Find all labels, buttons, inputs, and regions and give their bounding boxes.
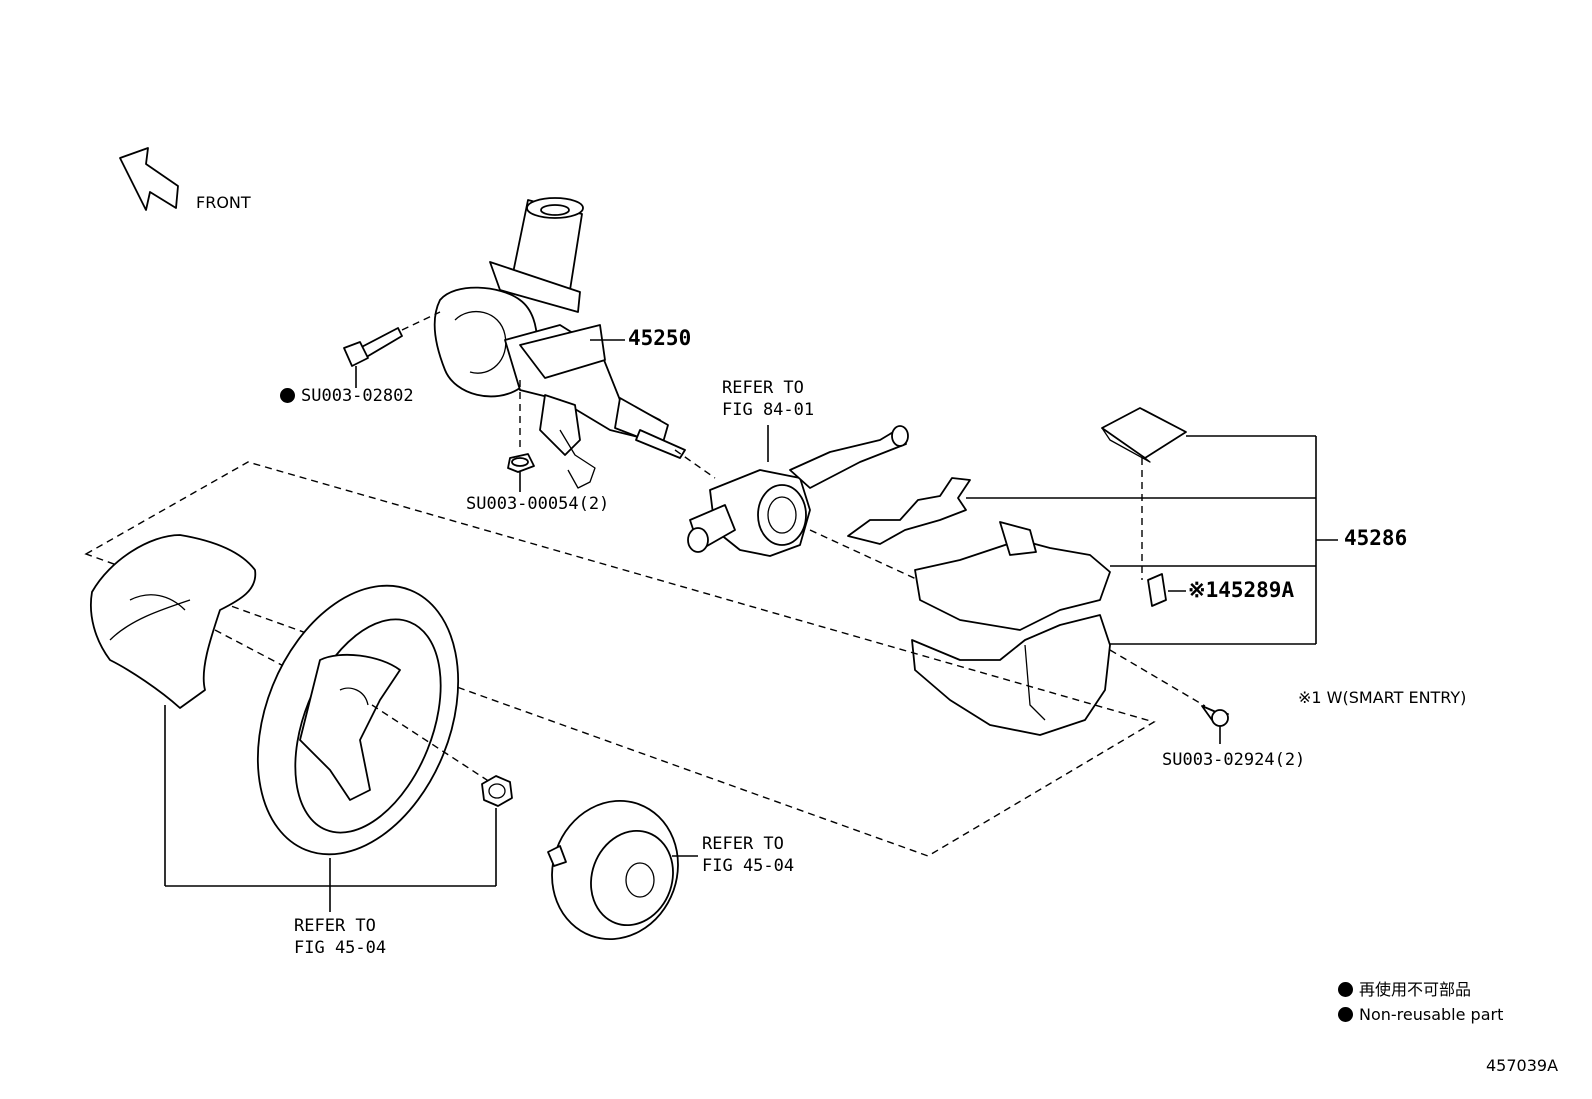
wheel-lower-cover-part [90,534,257,709]
legend-en: Non-reusable part [1338,1005,1503,1025]
callout-45250: 45250 [628,326,692,350]
combination-switch-part [687,425,909,557]
callout-switch-ref-2: FIG 84-01 [722,400,815,420]
callout-nut: SU003-00054(2) [466,494,610,514]
non-reusable-dot-icon [1338,982,1353,997]
callout-wheel-ref-1: REFER TO [294,916,376,936]
legend-jp: 再使用不可部品 [1338,980,1471,1000]
airbag-part [547,799,679,941]
callout-bolt: SU003-02802 [280,386,414,406]
upper-column-cover-part [914,521,1111,631]
cover-pad-part [1101,407,1187,463]
callout-screw: SU003-02924(2) [1162,750,1306,770]
front-arrow-icon [119,147,179,211]
wheel-callout-bracket [164,705,497,912]
callout-airbag-ref-2: FIG 45-04 [702,856,795,876]
steering-column-part [433,197,686,489]
wheel-nut-part [481,775,513,807]
callout-wheel-ref-2: FIG 45-04 [294,938,387,958]
nut-part [507,453,535,473]
non-reusable-dot-icon [280,388,295,403]
callout-airbag-ref-1: REFER TO [702,834,784,854]
screw-part [1201,705,1229,727]
callout-clip: ※145289A [1188,578,1295,602]
cover-callout-bracket [966,435,1338,645]
cover-sheet-part [847,477,971,545]
callout-45286: 45286 [1344,526,1408,550]
callout-bolt-text: SU003-02802 [301,386,414,406]
steering-wheel-part [256,584,460,856]
non-reusable-dot-icon [1338,1007,1353,1022]
smart-entry-note: ※1 W(SMART ENTRY) [1298,688,1467,707]
diagram-id: 457039A [1486,1056,1559,1075]
clip-part [1147,573,1167,607]
front-label: FRONT [196,193,251,212]
callout-switch-ref-1: REFER TO [722,378,804,398]
bolt-part [343,327,403,367]
lower-column-cover-part [911,614,1111,736]
legend-jp-text: 再使用不可部品 [1359,980,1472,999]
legend-en-text: Non-reusable part [1359,1005,1504,1024]
